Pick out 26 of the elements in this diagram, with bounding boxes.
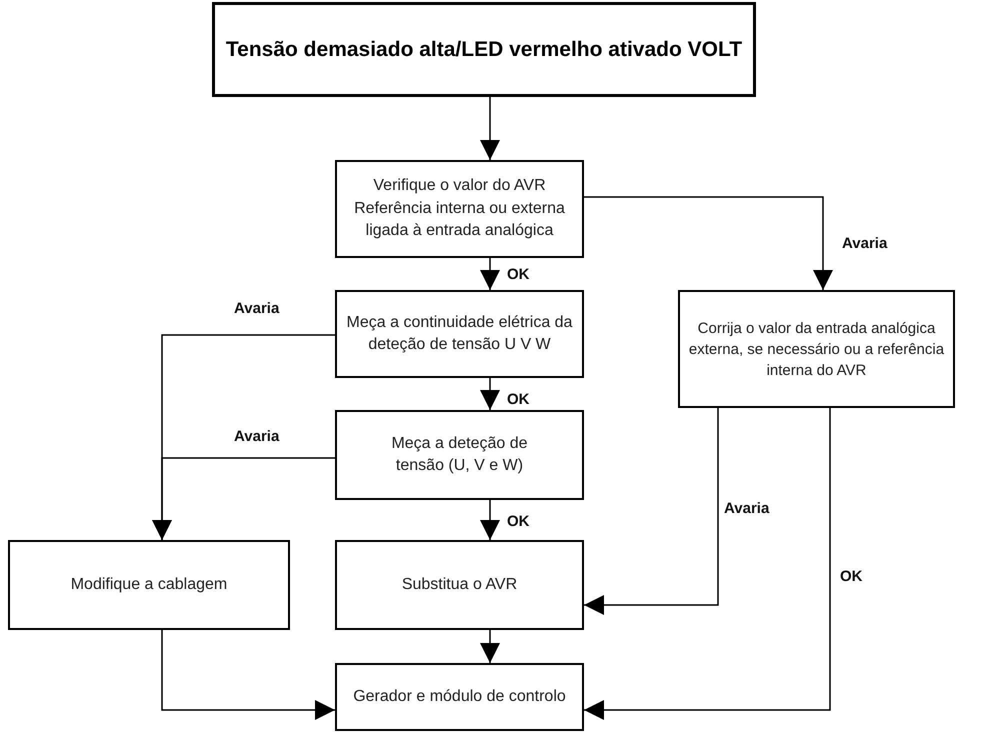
arrow	[161, 630, 335, 720]
arrow	[480, 500, 500, 540]
process-box	[8, 540, 290, 630]
step-text: Modifique a cablagem	[70, 574, 228, 595]
arrow	[480, 258, 500, 290]
process-box	[335, 410, 584, 500]
step-text: Substitua o AVR	[402, 574, 518, 595]
arrow	[584, 196, 833, 290]
process-box	[335, 160, 584, 258]
arrow	[584, 408, 831, 720]
arrow	[480, 97, 500, 160]
arrow	[480, 630, 500, 663]
arrow	[480, 378, 500, 410]
title-text: Tensão demasiado alta/LED vermelho ativado VOLT	[226, 36, 742, 63]
arrow	[152, 457, 335, 540]
process-box	[335, 540, 584, 630]
arrow	[584, 408, 719, 615]
step-text: Gerador e módulo de controlo	[353, 686, 566, 707]
title-box	[212, 2, 756, 97]
step-text: Corrija o valor da entrada analógica externa, se necessário ou a referência interna do AVR	[688, 318, 946, 380]
step-text: Verifique o valor do AVR Referência interna ou externa ligada à entrada analógica	[353, 176, 566, 242]
step-text: Meça a deteção de tensão (U, V e W)	[390, 434, 529, 476]
step-text: Meça a continuidade elétrica da deteção de tensão U V W	[346, 312, 574, 355]
process-box	[335, 663, 584, 731]
process-box	[335, 290, 584, 378]
process-box	[678, 290, 955, 408]
